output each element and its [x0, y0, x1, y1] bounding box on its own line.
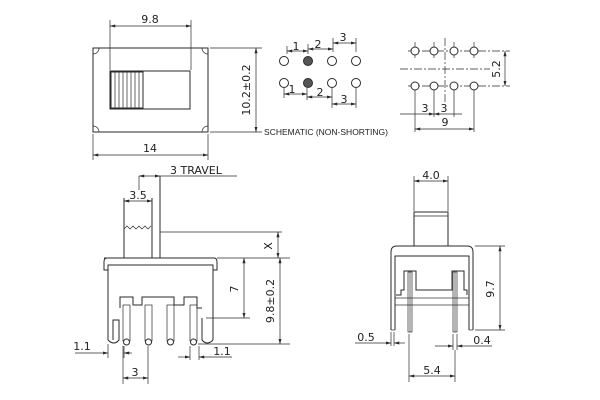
pin-open: [279, 78, 289, 88]
footprint-hole: [429, 46, 439, 56]
dim-pin-pitch: 3: [132, 366, 139, 379]
dim-pitch-b: 3: [441, 102, 448, 115]
footprint-hole: [449, 46, 459, 56]
end-body-outer: [390, 245, 474, 330]
dim-body-width: 14: [143, 142, 157, 155]
side-view: 3 TRAVEL 3.5 X 7 9.8±0.2: [73, 164, 290, 384]
label-1-bottom: 1: [289, 83, 296, 96]
dim-pin-length: 7: [228, 286, 241, 293]
dim-total: 9: [442, 116, 449, 129]
top-view-body: [92, 47, 209, 133]
footprint-hole: [449, 81, 459, 91]
knob-ridges: [114, 72, 140, 108]
pin-open: [327, 78, 337, 88]
dim-pin-thickness: 0.4: [473, 334, 491, 347]
dim-actuator-width: 3.5: [129, 189, 147, 202]
dim-actuator-width: 4.0: [422, 169, 440, 182]
footprint-hole: [410, 46, 420, 56]
pin-open: [351, 78, 361, 88]
label-3-top: 3: [340, 31, 347, 44]
dim-body-height: 10.2±0.2: [240, 64, 253, 115]
footprint-hole: [410, 81, 420, 91]
pin-open: [327, 56, 337, 66]
dim-right-offset: 1.1: [213, 345, 231, 358]
pin-common: [303, 56, 313, 66]
pin-open: [351, 56, 361, 66]
dim-pitch-a: 3: [422, 102, 429, 115]
footprint-hole: [469, 81, 479, 91]
pins: [122, 304, 198, 346]
end-bracket: [396, 270, 468, 296]
end-body-inner: [394, 255, 470, 330]
end-view: 4.0 9.7 0.5 0.4 5.4: [355, 169, 505, 382]
corner-mark: [92, 47, 100, 55]
corner-mark: [201, 47, 209, 55]
label-3-bottom: 3: [341, 93, 348, 106]
footprint-hole: [429, 81, 439, 91]
dim-lever-width: 9.8: [141, 13, 159, 26]
side-body-top: [103, 257, 218, 271]
slider-slot: [109, 70, 191, 110]
left-tab: [107, 319, 120, 344]
footprint-view: 3 3 9 5.2: [400, 38, 510, 132]
end-actuator: [413, 211, 449, 247]
travel-label: 3 TRAVEL: [170, 164, 223, 177]
end-base-plate: [394, 297, 470, 306]
corner-mark: [201, 125, 209, 133]
label-2-top: 2: [315, 38, 322, 51]
dim-pin-spacing: 5.4: [423, 364, 441, 377]
dim-x: X: [262, 242, 275, 250]
schematic-view: 1 2 3 1 2 3 SCHEMATIC (NON-SHORTING): [264, 31, 388, 137]
corner-mark: [92, 125, 100, 133]
actuator-grip: [123, 225, 152, 230]
right-tab: [201, 318, 214, 344]
label-2-bottom: 2: [317, 86, 324, 99]
label-1-top: 1: [293, 40, 300, 53]
schematic-caption: SCHEMATIC (NON-SHORTING): [264, 127, 388, 137]
pin-header: [119, 296, 202, 309]
dim-tab-thickness: 0.5: [357, 331, 375, 344]
pin-common: [303, 78, 313, 88]
dim-body-height: 9.8±0.2: [264, 279, 277, 323]
top-view: 9.8 14 10.2±0.2: [92, 13, 262, 160]
dim-body-height: 9.7: [484, 280, 497, 298]
footprint-hole: [469, 46, 479, 56]
dim-left-offset: 1.1: [73, 340, 91, 353]
dim-row-spacing: 5.2: [490, 60, 503, 78]
pin-open: [279, 56, 289, 66]
